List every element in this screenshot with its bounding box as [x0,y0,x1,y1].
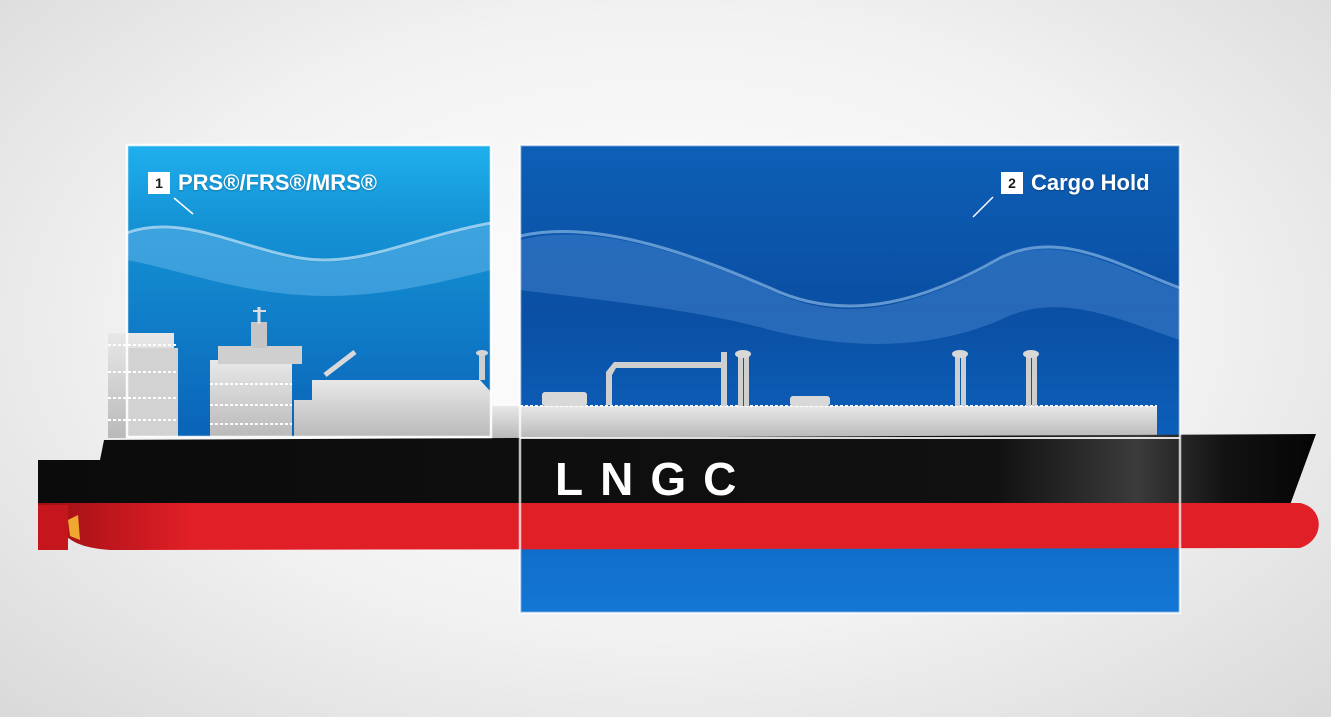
cargo-deck [491,350,1157,438]
prs-zone-frame [125,143,493,439]
zone-1-number: 1 [148,172,170,194]
zone-1-title: PRS®/FRS®/MRS® [178,170,377,195]
cargo-wave-crest [519,230,1181,308]
zone-2-title: Cargo Hold [1031,170,1150,195]
prs-leader-line [173,197,194,215]
zone-1-label: 1 PRS®/FRS®/MRS® [148,170,377,196]
cargo-leader-line [972,196,994,218]
prs-wave [127,225,491,296]
ship-type-label: LNGC [555,453,754,505]
zone-2-number: 2 [1001,172,1023,194]
zone-2-label: 2 Cargo Hold [1001,170,1150,196]
hull [38,434,1319,550]
cargo-wave [520,234,1180,344]
superstructure [108,307,491,438]
prs-wave-crest [126,221,492,262]
cargo-hold-frame [518,143,1182,615]
